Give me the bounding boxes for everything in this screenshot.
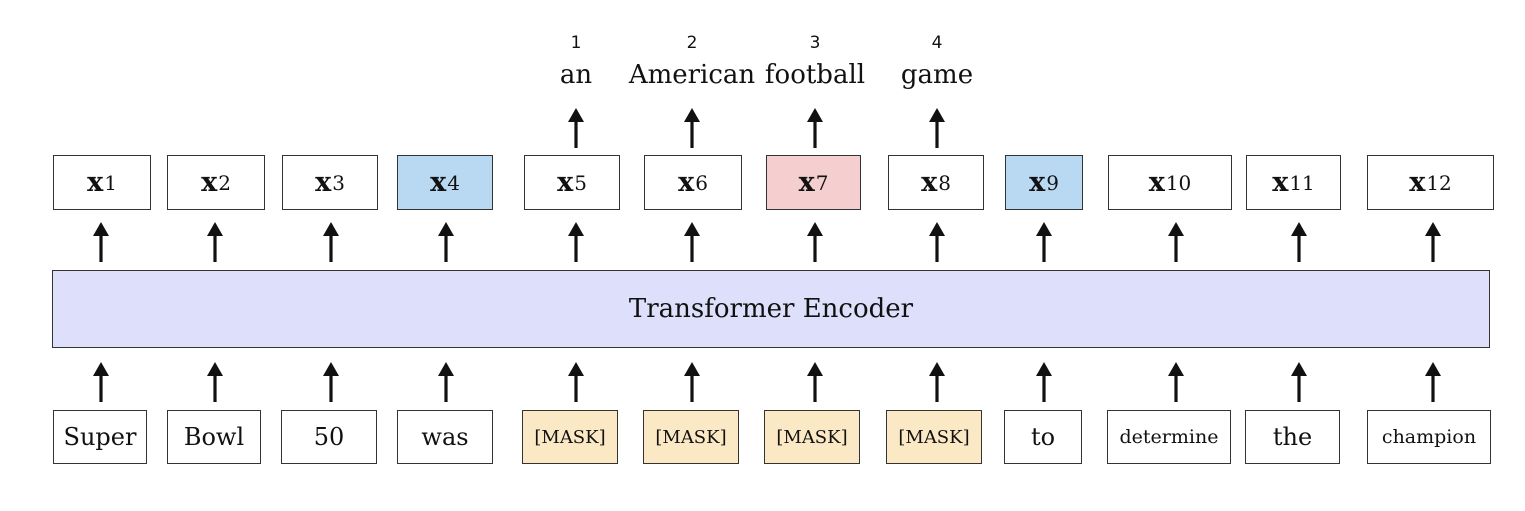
prediction-order-number: 4 — [931, 33, 943, 53]
input-token: Bowl — [167, 410, 261, 464]
vector-subscript: 3 — [332, 170, 345, 195]
vector-subscript: 9 — [1046, 170, 1059, 195]
encoder-label: Transformer Encoder — [628, 294, 914, 324]
vector-subscript: 5 — [574, 170, 587, 195]
vector-symbol: x — [1272, 167, 1289, 198]
vector-symbol: x — [430, 167, 447, 198]
up-arrow-icon — [805, 362, 825, 402]
vector-subscript: 10 — [1165, 170, 1192, 195]
mask-token: [MASK] — [643, 410, 739, 464]
up-arrow-icon — [436, 222, 456, 262]
transformer-encoder-block: Transformer Encoder — [52, 270, 1490, 348]
up-arrow-icon — [566, 362, 586, 402]
up-arrow-icon — [566, 108, 586, 148]
prediction-order-number: 2 — [686, 33, 698, 53]
vector-symbol: x — [921, 167, 938, 198]
vector-symbol: x — [315, 167, 332, 198]
up-arrow-icon — [805, 108, 825, 148]
vector-subscript: 1 — [104, 170, 117, 195]
up-arrow-icon — [1289, 362, 1309, 402]
vector-subscript: 4 — [447, 170, 460, 195]
predicted-word: game — [900, 60, 974, 90]
vector-symbol: x — [87, 167, 104, 198]
up-arrow-icon — [1034, 222, 1054, 262]
up-arrow-icon — [205, 222, 225, 262]
vector-symbol: x — [201, 167, 218, 198]
vector-symbol: x — [1409, 167, 1426, 198]
input-token: the — [1245, 410, 1340, 464]
up-arrow-icon — [321, 362, 341, 402]
mask-token: [MASK] — [764, 410, 860, 464]
up-arrow-icon — [1423, 362, 1443, 402]
input-token: determine — [1107, 410, 1231, 464]
input-token: 50 — [281, 410, 377, 464]
vector-subscript: 11 — [1289, 170, 1315, 195]
input-token: to — [1004, 410, 1082, 464]
up-arrow-icon — [436, 362, 456, 402]
up-arrow-icon — [927, 362, 947, 402]
vector-subscript: 7 — [815, 170, 829, 195]
input-token: Super — [53, 410, 147, 464]
mask-token: [MASK] — [522, 410, 618, 464]
up-arrow-icon — [927, 108, 947, 148]
vector-symbol: x — [678, 167, 695, 198]
input-token: was — [397, 410, 493, 464]
input-token: champion — [1367, 410, 1491, 464]
up-arrow-icon — [682, 362, 702, 402]
vector-symbol: x — [798, 167, 815, 198]
vector-subscript: 2 — [218, 170, 231, 195]
prediction-order-number: 3 — [809, 33, 821, 53]
predicted-word: an — [559, 60, 593, 90]
up-arrow-icon — [321, 222, 341, 262]
vector-subscript: 8 — [938, 170, 951, 195]
vector-symbol: x — [1029, 167, 1046, 198]
up-arrow-icon — [205, 362, 225, 402]
vector-subscript: 6 — [695, 170, 708, 195]
vector-symbol: x — [1148, 167, 1165, 198]
up-arrow-icon — [1166, 222, 1186, 262]
up-arrow-icon — [1166, 362, 1186, 402]
up-arrow-icon — [927, 222, 947, 262]
up-arrow-icon — [91, 362, 111, 402]
up-arrow-icon — [1034, 362, 1054, 402]
vector-symbol: x — [557, 167, 574, 198]
mask-token: [MASK] — [886, 410, 982, 464]
up-arrow-icon — [1423, 222, 1443, 262]
up-arrow-icon — [805, 222, 825, 262]
up-arrow-icon — [91, 222, 111, 262]
prediction-order-number: 1 — [570, 33, 582, 53]
predicted-word: American — [628, 60, 756, 90]
up-arrow-icon — [682, 108, 702, 148]
up-arrow-icon — [566, 222, 586, 262]
predicted-word: football — [764, 60, 866, 90]
up-arrow-icon — [682, 222, 702, 262]
vector-subscript: 12 — [1426, 170, 1452, 195]
up-arrow-icon — [1289, 222, 1309, 262]
